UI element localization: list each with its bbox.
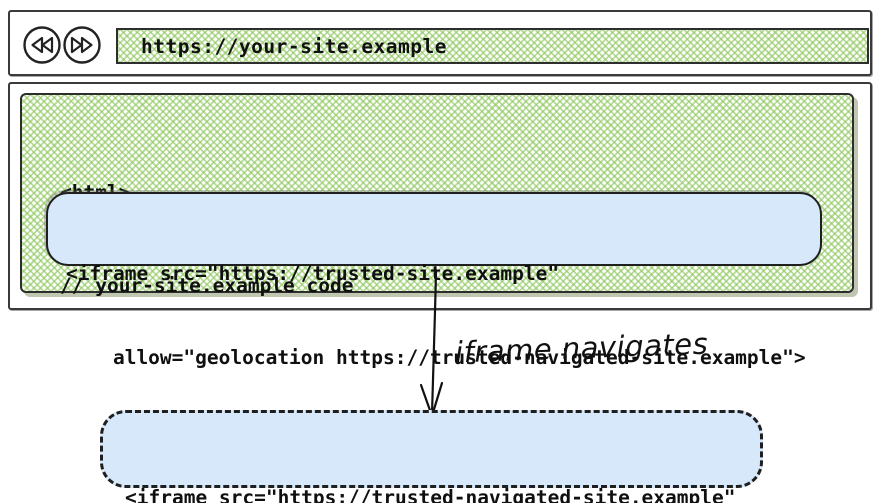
back-icon: [23, 26, 61, 64]
nav-buttons: [22, 25, 102, 65]
browser-window: <html> // your-site.example code <iframe…: [8, 82, 872, 369]
url-bar: https://your-site.example: [116, 28, 869, 64]
navigated-iframe-code-box: <iframe src="https://trusted-navigated-s…: [100, 410, 763, 503]
browser-toolbar: https://your-site.example: [8, 10, 872, 76]
iframe-allow-line: allow="geolocation https://trusted-navig…: [66, 346, 806, 369]
iframe-src-line: <iframe src="https://trusted-site.exampl…: [66, 262, 560, 285]
iframe-code: <iframe src="https://trusted-site.exampl…: [66, 204, 806, 428]
site-comment-line: // your-site.example code: [60, 274, 354, 297]
navigated-iframe-code: <iframe src="https://trusted-navigated-s…: [125, 423, 735, 503]
navigated-iframe-src-line: <iframe src="https://trusted-navigated-s…: [125, 486, 736, 503]
url-text: https://your-site.example: [141, 34, 447, 58]
iframe-code-box: <iframe src="https://trusted-site.exampl…: [46, 192, 822, 369]
forward-icon: [63, 26, 101, 64]
your-site-page: <html> // your-site.example code <iframe…: [20, 93, 854, 369]
